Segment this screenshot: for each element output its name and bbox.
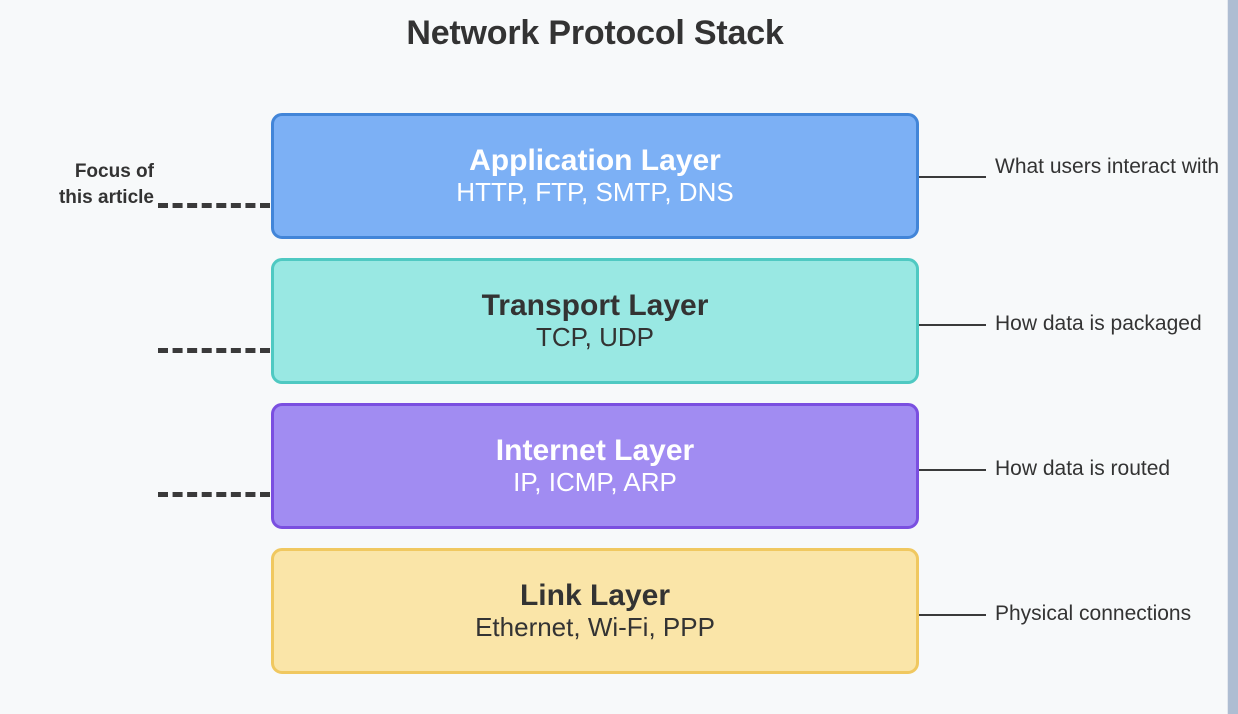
layer-row-application: Application Layer HTTP, FTP, SMTP, DNS (271, 113, 919, 258)
layer-name-internet: Internet Layer (495, 433, 695, 467)
note-label-link: Physical connections (995, 602, 1192, 625)
protocol-stack: Application Layer HTTP, FTP, SMTP, DNS T… (271, 113, 919, 693)
layer-protocols-internet: IP, ICMP, ARP (513, 467, 677, 498)
focus-callout-line-2: this article (58, 187, 154, 209)
note-connector-link (919, 614, 986, 616)
focus-callout-line-1: Focus of (74, 161, 154, 182)
layer-box-link[interactable]: Link Layer Ethernet, Wi-Fi, PPP (271, 548, 919, 674)
layer-name-application: Application Layer (469, 143, 721, 177)
note-connector-internet (919, 469, 986, 471)
scrollbar-track (1227, 0, 1228, 714)
dash-connector-internet (158, 492, 270, 497)
layer-name-link: Link Layer (519, 578, 671, 612)
layer-protocols-transport: TCP, UDP (536, 322, 654, 353)
note-connector-transport (919, 324, 986, 326)
layer-name-transport: Transport Layer (481, 288, 709, 322)
dash-connector-application (158, 203, 270, 208)
layer-row-transport: Transport Layer TCP, UDP (271, 258, 919, 403)
layer-row-internet: Internet Layer IP, ICMP, ARP (271, 403, 919, 548)
note-connector-application (919, 176, 986, 178)
layer-box-transport[interactable]: Transport Layer TCP, UDP (271, 258, 919, 384)
layer-row-link: Link Layer Ethernet, Wi-Fi, PPP (271, 548, 919, 693)
layer-protocols-link: Ethernet, Wi-Fi, PPP (475, 612, 715, 643)
note-label-internet: How data is routed (995, 457, 1171, 480)
note-label-transport: How data is packaged (995, 312, 1202, 335)
focus-callout-label: Focus of this article (36, 159, 154, 211)
vertical-scrollbar[interactable] (1228, 0, 1238, 714)
page-title: Network Protocol Stack (406, 14, 784, 52)
layer-box-internet[interactable]: Internet Layer IP, ICMP, ARP (271, 403, 919, 529)
layer-box-application[interactable]: Application Layer HTTP, FTP, SMTP, DNS (271, 113, 919, 239)
dash-connector-transport (158, 348, 270, 353)
note-label-application: What users interact with (995, 155, 1220, 178)
layer-protocols-application: HTTP, FTP, SMTP, DNS (456, 177, 734, 208)
